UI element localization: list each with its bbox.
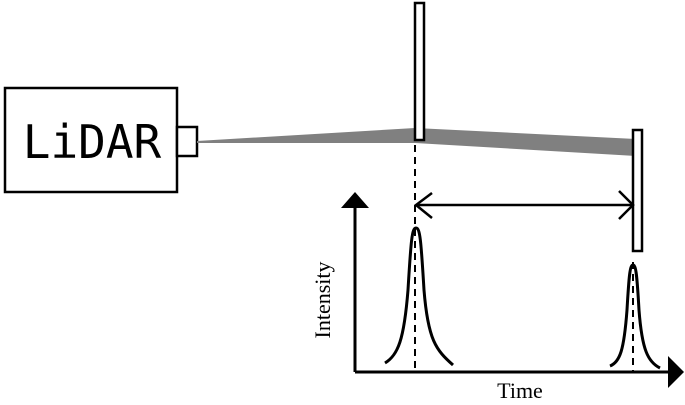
- lidar-label: LiDAR: [23, 115, 162, 169]
- near-target-plate: [413, 1, 426, 142]
- far-return-peak: [609, 263, 661, 370]
- x-axis-arrowhead-icon: [668, 356, 684, 388]
- time-of-flight-arrow: [413, 190, 635, 220]
- lidar-emitter: [175, 125, 199, 158]
- lidar-device: LiDAR: [3, 86, 199, 194]
- x-axis-label: Time: [497, 378, 543, 403]
- laser-beam: [197, 128, 636, 156]
- y-axis-label: Intensity: [310, 262, 335, 339]
- near-return-peak: [384, 226, 454, 367]
- y-axis-arrowhead-icon: [341, 192, 369, 208]
- lidar-body: [3, 86, 179, 194]
- plot-axes: [341, 192, 684, 388]
- far-target-plate: [631, 128, 644, 253]
